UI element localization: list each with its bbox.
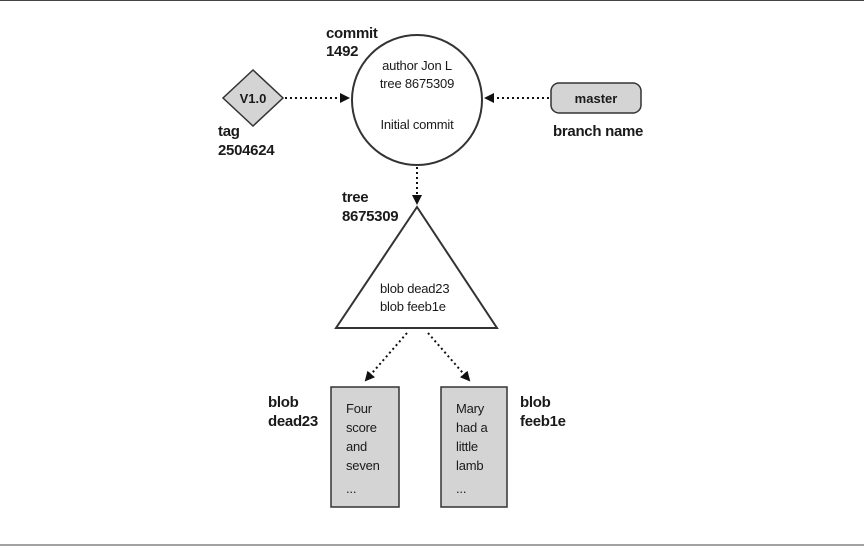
commit-id: 1492 (326, 43, 358, 60)
blob1-label: blob (268, 394, 299, 411)
tag-diamond (221, 68, 285, 128)
blob1-line-5: ... (346, 481, 356, 496)
blob2-label: blob (520, 394, 551, 411)
tag-label: tag (218, 123, 240, 140)
branch-node: master (550, 82, 642, 114)
branch-label: branch name (553, 123, 643, 140)
blob2-line-3: little (456, 439, 478, 454)
blob1-line-4: seven (346, 458, 380, 473)
commit-label: commit (326, 25, 378, 42)
commit-circle (351, 34, 483, 166)
blob1-line-2: score (346, 420, 377, 435)
tree-entry-1: blob dead23 (380, 281, 449, 296)
tree-triangle (334, 205, 499, 329)
branch-box (550, 82, 642, 114)
blob1-id: dead23 (268, 413, 318, 430)
blob2-line-5: ... (456, 481, 466, 496)
blob2-line-1: Mary (456, 401, 485, 416)
blob-node-1: Four score and seven ... (330, 386, 400, 508)
tree-label: tree (342, 189, 368, 206)
blob2-line-2: had a (456, 420, 489, 435)
commit-node: author Jon L tree 8675309 Initial commit (351, 34, 483, 166)
tree-entry-2: blob feeb1e (380, 299, 446, 314)
blob2-line-4: lamb (456, 458, 483, 473)
branch-name: master (575, 91, 618, 106)
blob1-line-3: and (346, 439, 367, 454)
commit-message: Initial commit (380, 117, 454, 132)
blob1-box (330, 386, 400, 508)
commit-tree-ref: tree 8675309 (380, 76, 454, 91)
commit-author: author Jon L (382, 58, 452, 73)
tag-node: V1.0 (221, 68, 285, 128)
tree-node: blob dead23 blob feeb1e (334, 205, 499, 329)
tree-to-blob1-arrow (364, 332, 408, 382)
tag-id: 2504624 (218, 142, 275, 159)
tree-id: 8675309 (342, 208, 398, 225)
blob2-box (440, 386, 508, 508)
blob-node-2: Mary had a little lamb ... (440, 386, 508, 508)
tree-to-blob2-arrow (427, 332, 471, 382)
blob1-line-1: Four (346, 401, 373, 416)
tag-name: V1.0 (240, 91, 267, 106)
blob2-id: feeb1e (520, 413, 566, 430)
